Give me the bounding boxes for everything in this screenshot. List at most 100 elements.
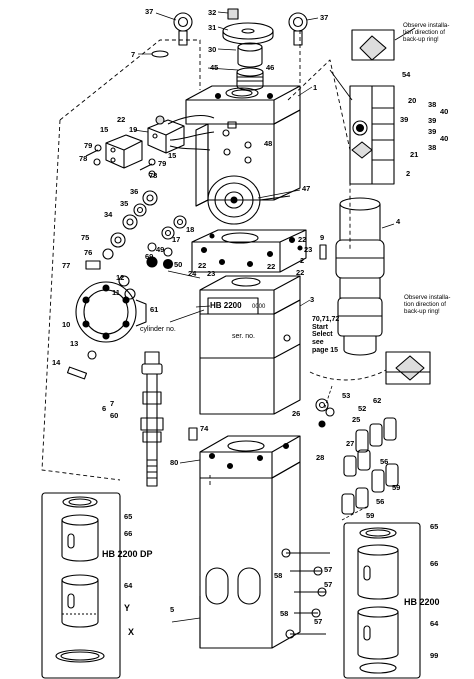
label-53: 53	[342, 391, 351, 400]
label-40a: 40	[440, 107, 449, 116]
label-32: 32	[208, 8, 217, 17]
studs-57-58	[281, 548, 330, 639]
label-11: 11	[112, 288, 120, 297]
eye-bolt-right	[288, 12, 308, 46]
label-20: 20	[408, 96, 417, 105]
accumulator-cover	[66, 275, 147, 380]
serial-no-label: ser. no.	[232, 333, 255, 340]
label-Y: Y	[124, 603, 131, 613]
label-57a: 57	[324, 565, 333, 574]
label-57c: 57	[314, 617, 323, 626]
label-14: 14	[52, 358, 61, 367]
label-5: 5	[170, 605, 175, 614]
label-4: 4	[396, 217, 401, 226]
kit-left-title: HB 2200 DP	[102, 549, 153, 559]
label-22b: 22	[298, 235, 307, 244]
label-15b: 15	[168, 151, 177, 160]
label-47: 47	[302, 184, 311, 193]
label-19: 19	[129, 125, 138, 134]
dashed-guide-lines	[41, 30, 351, 485]
label-66a: 66	[124, 529, 133, 538]
label-37a: 37	[145, 7, 154, 16]
label-45: 45	[210, 63, 219, 72]
label-2b: 2	[406, 169, 411, 178]
note-backup-ring-mid: Observe installa- tion direction of back…	[404, 294, 451, 316]
label-78a: 78	[79, 154, 88, 163]
label-31: 31	[208, 23, 217, 32]
label-23a: 23	[304, 245, 313, 254]
label-76: 76	[84, 248, 93, 257]
label-18: 18	[186, 225, 195, 234]
label-22c: 22	[198, 261, 207, 270]
fasteners-78-79	[85, 144, 156, 178]
note-backup-ring-top: Observe installa- tion direction of back…	[403, 22, 450, 44]
label-62: 62	[373, 396, 382, 405]
o-ring-7	[151, 50, 169, 58]
backup-ring-detail-top	[329, 27, 416, 185]
label-3: 3	[310, 295, 315, 304]
label-58a: 58	[274, 571, 283, 580]
label-40b: 40	[440, 134, 449, 143]
label-65a: 65	[124, 512, 133, 521]
label-75: 75	[81, 233, 90, 242]
label-79b: 79	[158, 159, 167, 168]
label-X: X	[128, 627, 135, 637]
label-2a: 2	[300, 256, 305, 265]
label-38b: 38	[428, 143, 437, 152]
label-59b: 59	[366, 511, 375, 520]
side-valve-47	[195, 175, 291, 225]
label-39b: 39	[428, 116, 437, 125]
main-body-5	[199, 435, 301, 649]
label-64a: 64	[124, 581, 133, 590]
label-27: 27	[346, 439, 355, 448]
backup-ring-detail-mid	[309, 351, 431, 385]
label-50: 50	[174, 260, 183, 269]
label-60: 60	[110, 411, 119, 420]
label-52: 52	[358, 404, 367, 413]
label-57b: 57	[324, 580, 333, 589]
cylinder-4	[335, 197, 385, 356]
label-6: 6	[102, 404, 107, 413]
label-77: 77	[62, 261, 71, 270]
valve-body-15	[147, 115, 185, 154]
fittings-left	[85, 190, 187, 270]
leader-lines	[133, 11, 395, 623]
label-1: 1	[313, 83, 318, 92]
label-80: 80	[170, 458, 179, 467]
label-35: 35	[120, 199, 129, 208]
label-66b: 66	[430, 559, 439, 568]
label-23b: 23	[207, 269, 216, 278]
label-69: 69	[145, 252, 154, 261]
label-99: 99	[430, 651, 439, 660]
cylinder-no-label: cylinder no.	[140, 326, 176, 333]
label-79a: 79	[84, 141, 93, 150]
label-61: 61	[150, 305, 159, 314]
label-39c: 39	[428, 127, 437, 136]
kit-box-right	[341, 505, 421, 679]
clamp-pieces	[315, 385, 399, 515]
label-30: 30	[208, 45, 217, 54]
plate-text: HB 2200	[210, 301, 242, 310]
label-38a: 38	[428, 100, 437, 109]
label-26: 26	[292, 409, 301, 418]
label-78b: 78	[149, 171, 158, 180]
start-select-note: 70,71,72 Start Select see page 15	[312, 316, 340, 354]
label-37b: 37	[320, 13, 329, 22]
upper-piston	[236, 42, 264, 91]
label-22e: 22	[296, 268, 305, 277]
dowel-pin-9	[319, 244, 327, 260]
label-65b: 65	[430, 522, 439, 531]
eye-bolt-left	[173, 12, 193, 46]
label-10: 10	[62, 320, 71, 329]
valve-body-22	[105, 134, 143, 169]
plate-serial: 0000	[252, 304, 266, 310]
kit-right-title: HB 2200	[404, 597, 440, 607]
label-34: 34	[104, 210, 113, 219]
label-13: 13	[70, 339, 79, 348]
plug-74	[188, 427, 198, 441]
gasket-plate	[191, 229, 307, 273]
label-9: 9	[320, 233, 325, 242]
label-22a: 22	[117, 115, 126, 124]
label-54: 54	[402, 70, 411, 79]
